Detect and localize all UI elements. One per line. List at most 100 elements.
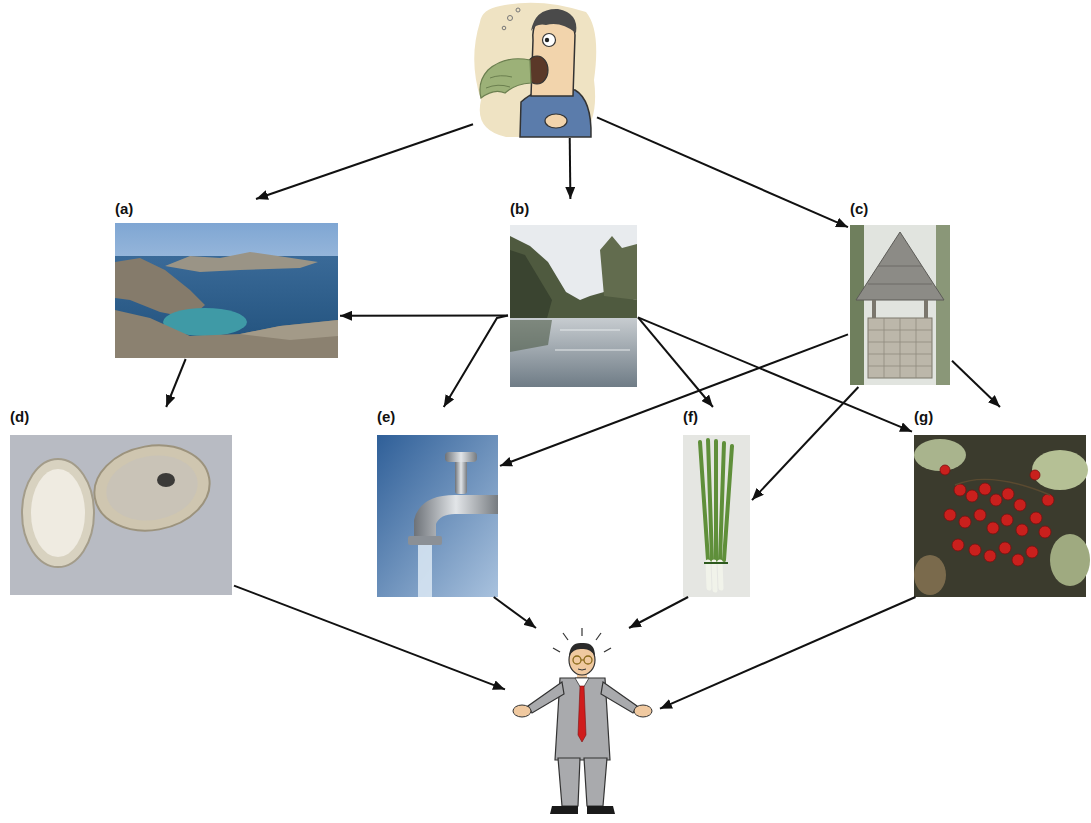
tap-photo-part (418, 545, 432, 597)
sick-person-illustration-part (516, 8, 520, 12)
puzzled-man-illustration-part (513, 705, 531, 717)
berry-photo-part-part (952, 539, 964, 551)
berry-photo-part-part (969, 544, 981, 556)
sick-person-illustration-part (543, 34, 556, 47)
flow-arrow (629, 597, 688, 628)
oyster-photo-part (101, 448, 203, 527)
puzzled-man-illustration-part (578, 669, 586, 670)
berry-photo-part-part (987, 522, 999, 534)
oyster-photo (10, 435, 232, 595)
well-photo-part (878, 266, 922, 267)
sick-person-figure (473, 0, 597, 138)
green-onion-photo-part-part (708, 562, 709, 588)
flow-arrow (234, 586, 505, 690)
well-photo-part (850, 225, 864, 385)
oyster-photo-part (88, 437, 217, 540)
river-photo-part (555, 350, 630, 351)
berry-photo-part-part (1030, 470, 1040, 480)
flow-arrow (166, 359, 185, 407)
puzzled-man-illustration-part (528, 682, 564, 713)
berry-photo-part-part (1014, 499, 1026, 511)
sick-person-illustration-part (531, 9, 576, 33)
berry-photo-part-part (999, 542, 1011, 554)
puzzled-man-illustration-part-part (563, 633, 568, 640)
flow-arrow (569, 138, 572, 199)
well-photo-part-part (916, 318, 917, 378)
panel-letter: (a) (113, 199, 135, 218)
flow-arrow (256, 124, 473, 199)
puzzled-man-illustration-part (584, 656, 592, 664)
well-photo-part-part (900, 318, 901, 378)
puzzled-man-illustration-part (584, 758, 607, 806)
green-onion-photo-part (708, 562, 721, 590)
well-photo-part (856, 232, 944, 300)
sick-person-illustration-part (474, 3, 596, 137)
puzzled-man-illustration-part-part (581, 628, 582, 636)
river-photo-part (510, 236, 637, 330)
berry-photo-part (1032, 450, 1088, 490)
puzzled-man-illustration-part (558, 758, 580, 806)
berry-photo (914, 435, 1090, 597)
sea-photo-part (115, 223, 338, 358)
flow-arrow (638, 317, 912, 431)
puzzled-man-illustration-part (578, 686, 586, 742)
well-photo-part (936, 225, 950, 385)
tap-photo (377, 435, 498, 597)
well-photo-part (850, 225, 950, 385)
berry-photo-part-part (940, 465, 950, 475)
sick-person-illustration-part (502, 26, 506, 30)
river-photo-part (510, 318, 637, 387)
sea-photo (115, 223, 338, 358)
well-photo (850, 225, 950, 385)
sea-photo-part (115, 256, 338, 358)
tap-photo-part (414, 495, 498, 540)
river-photo-part (600, 236, 637, 300)
sea-photo-part (240, 320, 338, 340)
berry-photo-part (914, 439, 966, 471)
berry-photo-part-part (1026, 546, 1038, 558)
puzzled-man-illustration-part (634, 705, 652, 717)
flow-arrow (752, 387, 858, 500)
oyster-photo-part (10, 435, 232, 595)
berry-photo-part-part (1030, 512, 1042, 524)
berry-photo-part-part (944, 509, 956, 521)
tap-photo-part (445, 452, 477, 462)
tap-photo-part (408, 536, 442, 545)
well-photo-part (868, 318, 932, 378)
sick-person-illustration-part (545, 114, 567, 128)
flow-arrow (952, 361, 1000, 407)
river-photo-part (510, 320, 552, 352)
green-onion-photo-part-part (714, 441, 718, 560)
panel-letter: (c) (848, 199, 870, 218)
green-onion-photo-part (700, 440, 732, 560)
flow-arrow (340, 315, 508, 317)
puzzled-man-illustration-part (573, 656, 581, 664)
sick-person-illustration (474, 3, 596, 137)
tap-photo-part (455, 460, 467, 494)
green-onion-photo-part-part (708, 440, 712, 560)
photo-panel: (d) (8, 407, 234, 597)
well-photo-part-part (884, 318, 885, 378)
berry-photo-part-part (974, 509, 986, 521)
puzzled-man-illustration-part-part (596, 633, 601, 640)
panel-letter: (g) (912, 407, 935, 426)
puzzled-man-illustration-part (550, 806, 578, 814)
berry-photo-part-part (1002, 488, 1014, 500)
puzzled-man-figure (505, 628, 660, 820)
river-photo (510, 225, 637, 387)
tap-photo-part (377, 435, 498, 597)
green-onion-photo-part-part (720, 562, 721, 588)
photo-panel: (e) (375, 407, 500, 597)
berry-photo-part-part (959, 516, 971, 528)
well-photo-part (924, 300, 928, 320)
photo-panel: (b) (508, 199, 638, 387)
berry-photo-part-part (1042, 494, 1054, 506)
well-photo-part (868, 318, 932, 378)
flow-arrow (660, 597, 916, 709)
berry-photo-part-part (1039, 526, 1051, 538)
berry-photo-part (1050, 534, 1090, 586)
sea-photo-part (165, 252, 318, 272)
sick-person-illustration-part (486, 76, 512, 88)
puzzled-man-illustration-part-part (604, 648, 611, 652)
oyster-photo-part (157, 473, 175, 487)
